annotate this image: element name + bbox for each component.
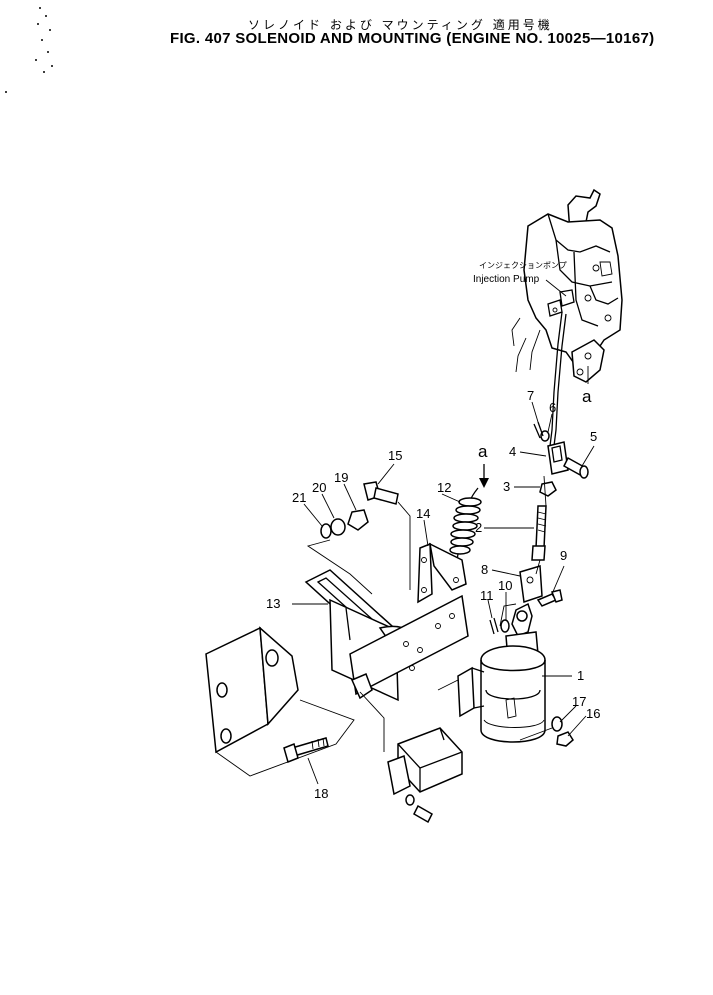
callout-18: 18: [314, 786, 328, 801]
part-12-spring: [449, 487, 482, 567]
pump-label-en: Injection Pump: [473, 274, 540, 285]
part-4-clevis: [547, 441, 569, 475]
callout-15: 15: [388, 448, 402, 463]
callout-20: 20: [312, 480, 326, 495]
japanese-title: ソレノイド および マウンティング 適用号機: [248, 18, 553, 32]
part-11-cotter: [489, 617, 499, 635]
callout-6: 6: [549, 400, 556, 415]
part-17-washer: [551, 716, 563, 732]
part-13-main-bracket: [205, 569, 469, 754]
callout-17: 17: [572, 694, 586, 709]
part-15-bolt: [363, 481, 399, 505]
part-10-washer: [500, 619, 510, 633]
callout-8: 8: [481, 562, 488, 577]
part-7-cotter: [533, 421, 544, 439]
part-6-washer: [540, 430, 550, 442]
part-18-bolt: [283, 737, 329, 764]
callout-21: 21: [292, 490, 306, 505]
callout-13: 13: [266, 596, 280, 611]
callout-16: 16: [586, 706, 600, 721]
callout-2: 2: [475, 520, 482, 535]
callout-9: 9: [560, 548, 567, 563]
part-9-bolt: [536, 589, 563, 607]
callout-12: 12: [437, 480, 451, 495]
pump-label: インジェクションポンプ Injection Pump: [473, 261, 567, 297]
relay-box: [387, 727, 463, 824]
mark-a-upper: a: [478, 442, 488, 461]
assembly-lines: [215, 475, 553, 777]
arrow-icon: [479, 478, 489, 488]
callout-5: 5: [590, 429, 597, 444]
figure-header: ソレノイド および マウンティング 適用号機 FIG. 407 SOLENOID…: [0, 0, 713, 60]
part-8-plate: [519, 565, 543, 603]
leader-lines: [292, 401, 595, 785]
callout-11: 11: [480, 588, 494, 603]
part-2-rod: [531, 505, 547, 561]
figure-title: FIG. 407 SOLENOID AND MOUNTING (ENGINE N…: [170, 30, 655, 47]
part-20-washer: [330, 518, 346, 536]
callout-1: 1: [577, 668, 584, 683]
injection-pump: [511, 188, 623, 447]
part-5-pin: [563, 456, 589, 479]
part-16-nut: [556, 731, 574, 747]
callout-7: 7: [527, 388, 534, 403]
callout-4: 4: [509, 444, 516, 459]
mark-a-lower: a: [582, 387, 592, 406]
callout-10: 10: [498, 578, 512, 593]
part-1-solenoid: [457, 602, 546, 743]
pump-label-jp: インジェクションポンプ: [479, 261, 567, 270]
callout-14: 14: [416, 506, 430, 521]
callout-3: 3: [503, 479, 510, 494]
part-21-washer: [320, 523, 332, 539]
callout-numbers: 1 2 3 4 5 6 7 8 9 10 11 12 13 14 15 16 1…: [266, 388, 600, 801]
part-14-bracket: [417, 542, 467, 604]
callout-19: 19: [334, 470, 348, 485]
part-3-nut: [539, 481, 557, 497]
part-19-nut: [347, 509, 369, 531]
scan-noise: [5, 7, 53, 93]
